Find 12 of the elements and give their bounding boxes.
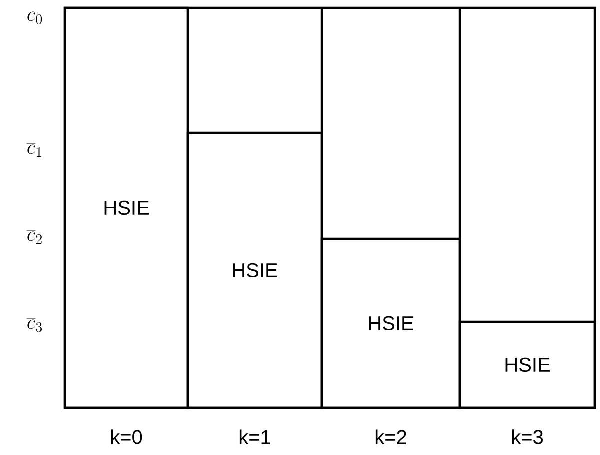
axis-label: $c_0$ <box>28 12 42 24</box>
axis-label: $\overline{c}_1$ <box>26 144 42 157</box>
column-label: k=1 <box>240 430 270 444</box>
axis-label: $\overline{c}_3$ <box>26 318 42 332</box>
column-label: k=0 <box>111 430 142 444</box>
column-label: k=3 <box>512 430 544 444</box>
region-box: HSIE <box>186 132 324 410</box>
region-box: HSIE <box>320 238 462 410</box>
region-box: HSIE <box>458 320 596 410</box>
column-label: k=2 <box>376 430 406 444</box>
axis-label: $\overline{c}_2$ <box>26 230 42 244</box>
region-box: HSIE <box>64 6 190 410</box>
